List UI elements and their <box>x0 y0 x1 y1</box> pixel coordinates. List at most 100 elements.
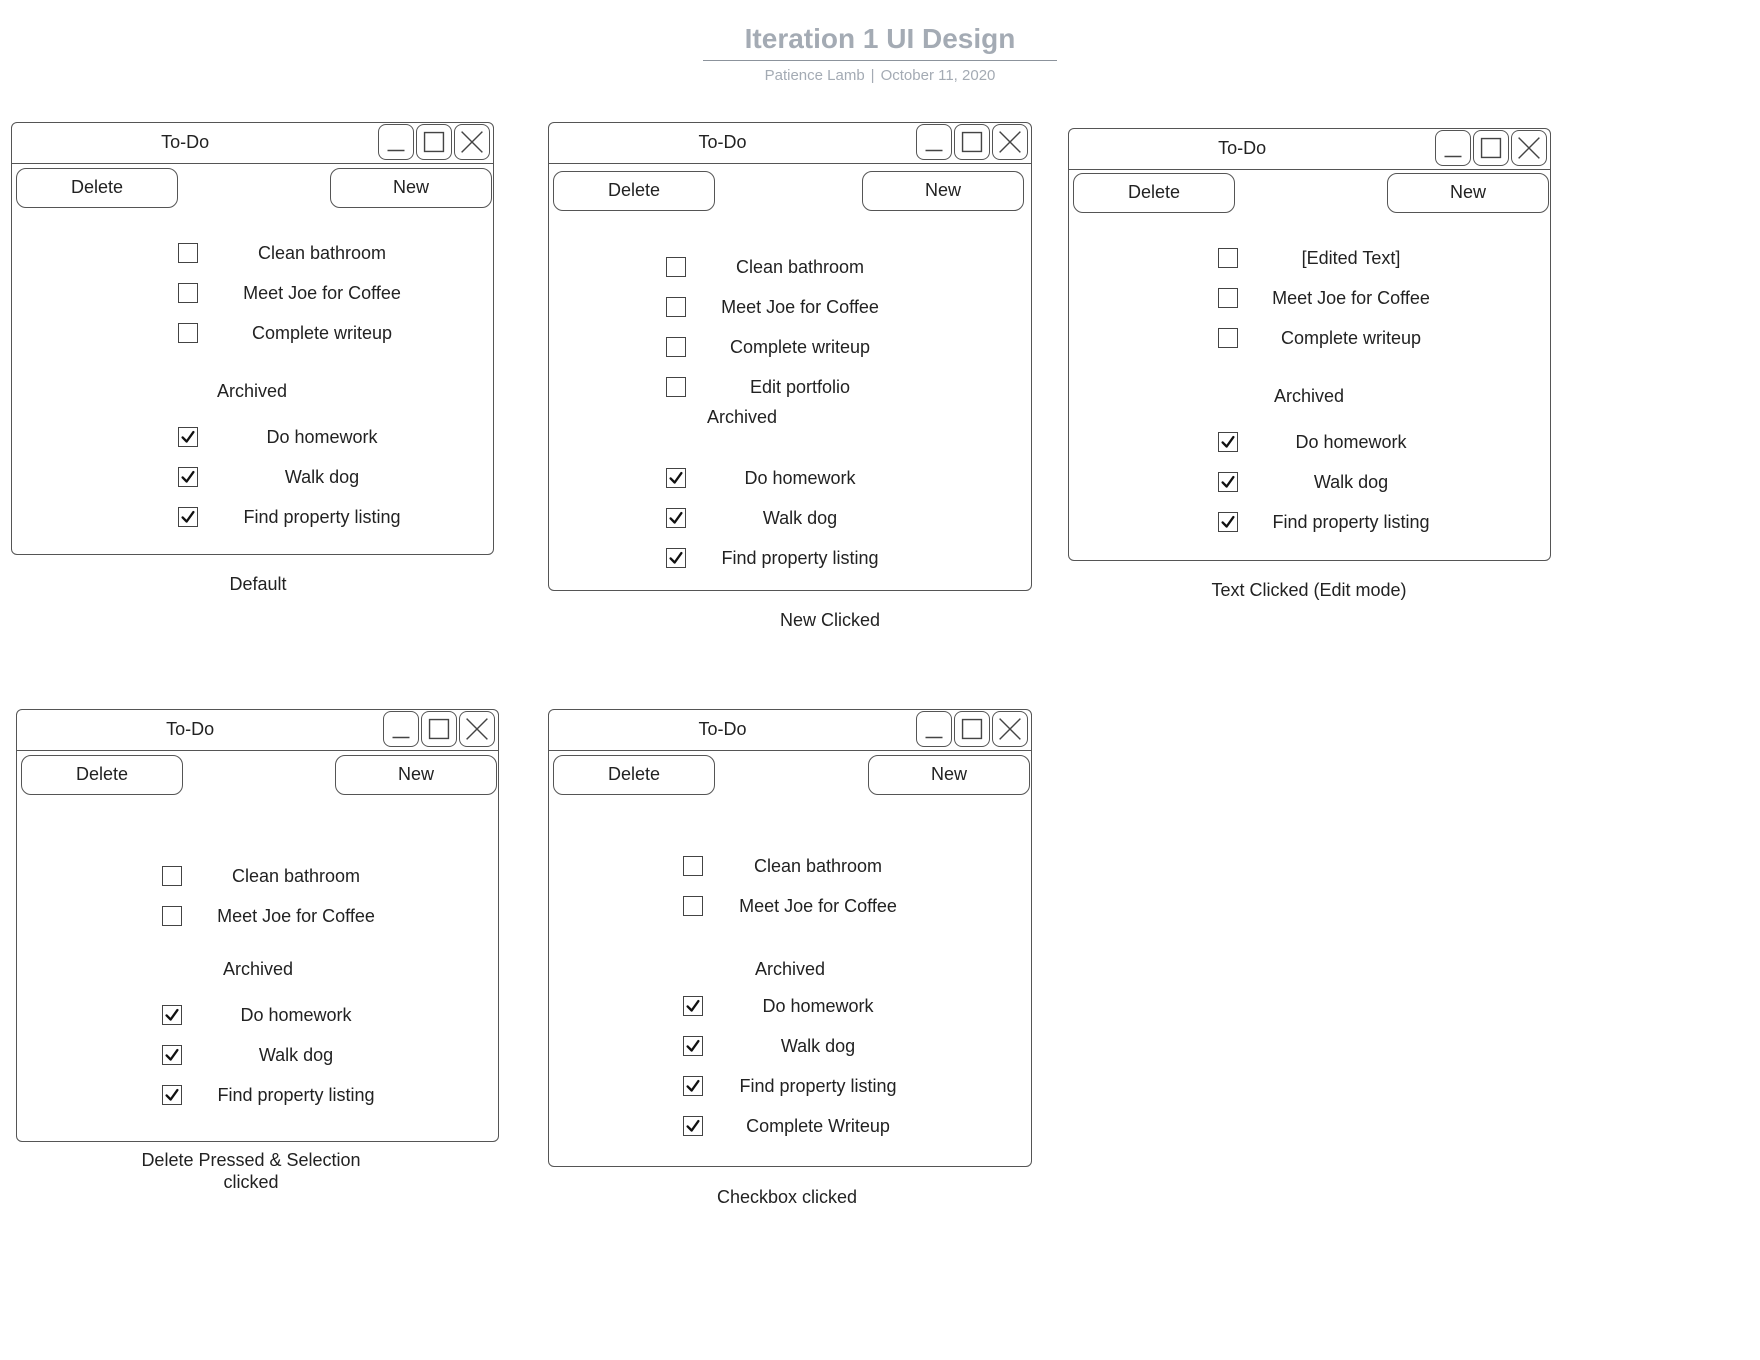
delete-button[interactable]: Delete <box>1073 173 1235 213</box>
item-label[interactable]: Complete writeup <box>729 337 871 357</box>
window-title: To-Do <box>1218 138 1267 158</box>
title-underline <box>703 60 1057 61</box>
minimize-glyph <box>1444 155 1462 158</box>
close-button[interactable] <box>454 124 490 160</box>
new-button[interactable]: New <box>862 171 1024 211</box>
subtitle-separator: | <box>870 67 875 84</box>
item-label[interactable]: Walk dog <box>780 1036 856 1056</box>
delete-button[interactable]: Delete <box>553 755 715 795</box>
item-label[interactable]: Clean bathroom <box>735 257 865 277</box>
item-label[interactable]: Meet Joe for Coffee <box>243 283 401 303</box>
item-label[interactable]: Complete writeup <box>251 323 393 343</box>
item-label[interactable]: Complete writeup <box>1280 328 1422 348</box>
item-checkbox[interactable] <box>666 297 686 317</box>
maximize-button[interactable] <box>954 711 990 747</box>
item-checkbox[interactable] <box>683 896 703 916</box>
checkmark-icon <box>163 1046 181 1064</box>
item-label[interactable]: Do homework <box>1295 432 1407 452</box>
item-checkbox[interactable] <box>683 856 703 876</box>
item-checkbox[interactable] <box>1218 248 1238 268</box>
maximize-icon <box>1474 131 1508 165</box>
minimize-button[interactable] <box>916 124 952 160</box>
item-label[interactable]: Do homework <box>762 996 874 1016</box>
item-checkbox[interactable] <box>666 337 686 357</box>
item-checkbox[interactable] <box>666 257 686 277</box>
item-checkbox[interactable] <box>666 468 686 488</box>
item-label[interactable]: Clean bathroom <box>753 856 883 876</box>
item-label[interactable]: [Edited Text] <box>1301 248 1401 268</box>
item-checkbox[interactable] <box>683 1116 703 1136</box>
item-checkbox[interactable] <box>162 906 182 926</box>
checkmark-icon <box>179 508 197 526</box>
close-icon <box>993 712 1027 746</box>
minimize-button[interactable] <box>383 711 419 747</box>
item-label[interactable]: Do homework <box>240 1005 352 1025</box>
item-checkbox[interactable] <box>1218 288 1238 308</box>
item-label[interactable]: Find property listing <box>739 1076 897 1096</box>
state-caption: Text Clicked (Edit mode) <box>1211 580 1407 600</box>
state-caption: New Clicked <box>779 610 881 630</box>
item-label[interactable]: Walk dog <box>1313 472 1389 492</box>
maximize-button[interactable] <box>421 711 457 747</box>
todo-item: Edit portfolio <box>666 375 940 399</box>
item-checkbox[interactable] <box>666 548 686 568</box>
item-checkbox[interactable] <box>178 507 198 527</box>
item-label[interactable]: Meet Joe for Coffee <box>721 297 879 317</box>
item-label[interactable]: Meet Joe for Coffee <box>217 906 375 926</box>
minimize-button[interactable] <box>1435 130 1471 166</box>
new-button[interactable]: New <box>330 168 492 208</box>
item-checkbox[interactable] <box>162 1085 182 1105</box>
window-title: To-Do <box>161 132 210 152</box>
item-checkbox[interactable] <box>162 1045 182 1065</box>
delete-button[interactable]: Delete <box>16 168 178 208</box>
maximize-button[interactable] <box>954 124 990 160</box>
item-label[interactable]: Edit portfolio <box>749 377 851 397</box>
item-label[interactable]: Clean bathroom <box>231 866 361 886</box>
item-label[interactable]: Walk dog <box>284 467 360 487</box>
item-label[interactable]: Find property listing <box>217 1085 375 1105</box>
window-titlebar: To-Do <box>1069 129 1550 170</box>
item-label[interactable]: Clean bathroom <box>257 243 387 263</box>
item-label[interactable]: Meet Joe for Coffee <box>1272 288 1430 308</box>
item-checkbox[interactable] <box>683 1076 703 1096</box>
close-button[interactable] <box>459 711 495 747</box>
item-checkbox[interactable] <box>683 1036 703 1056</box>
close-button[interactable] <box>992 124 1028 160</box>
item-checkbox[interactable] <box>683 996 703 1016</box>
item-checkbox[interactable] <box>178 283 198 303</box>
item-checkbox[interactable] <box>1218 432 1238 452</box>
item-label[interactable]: Do homework <box>744 468 856 488</box>
new-button[interactable]: New <box>868 755 1030 795</box>
item-label[interactable]: Complete Writeup <box>746 1116 890 1136</box>
item-checkbox[interactable] <box>178 427 198 447</box>
item-checkbox[interactable] <box>1218 472 1238 492</box>
item-checkbox[interactable] <box>178 243 198 263</box>
item-label[interactable]: Walk dog <box>762 508 838 528</box>
maximize-button[interactable] <box>416 124 452 160</box>
new-button[interactable]: New <box>335 755 497 795</box>
new-button[interactable]: New <box>1387 173 1549 213</box>
todo-item: Complete writeup <box>178 321 472 345</box>
item-checkbox[interactable] <box>162 1005 182 1025</box>
item-label[interactable]: Meet Joe for Coffee <box>739 896 897 916</box>
item-label[interactable]: Find property listing <box>721 548 879 568</box>
item-checkbox[interactable] <box>178 467 198 487</box>
item-checkbox[interactable] <box>1218 328 1238 348</box>
item-checkbox[interactable] <box>1218 512 1238 532</box>
minimize-button[interactable] <box>378 124 414 160</box>
item-checkbox[interactable] <box>162 866 182 886</box>
delete-button[interactable]: Delete <box>21 755 183 795</box>
item-label[interactable]: Walk dog <box>258 1045 334 1065</box>
item-checkbox[interactable] <box>666 508 686 528</box>
item-label[interactable]: Find property listing <box>243 507 401 527</box>
item-checkbox[interactable] <box>178 323 198 343</box>
close-button[interactable] <box>1511 130 1547 166</box>
maximize-button[interactable] <box>1473 130 1509 166</box>
delete-button[interactable]: Delete <box>553 171 715 211</box>
item-label[interactable]: Do homework <box>266 427 378 447</box>
item-label[interactable]: Find property listing <box>1272 512 1430 532</box>
item-checkbox[interactable] <box>666 377 686 397</box>
minimize-button[interactable] <box>916 711 952 747</box>
close-button[interactable] <box>992 711 1028 747</box>
